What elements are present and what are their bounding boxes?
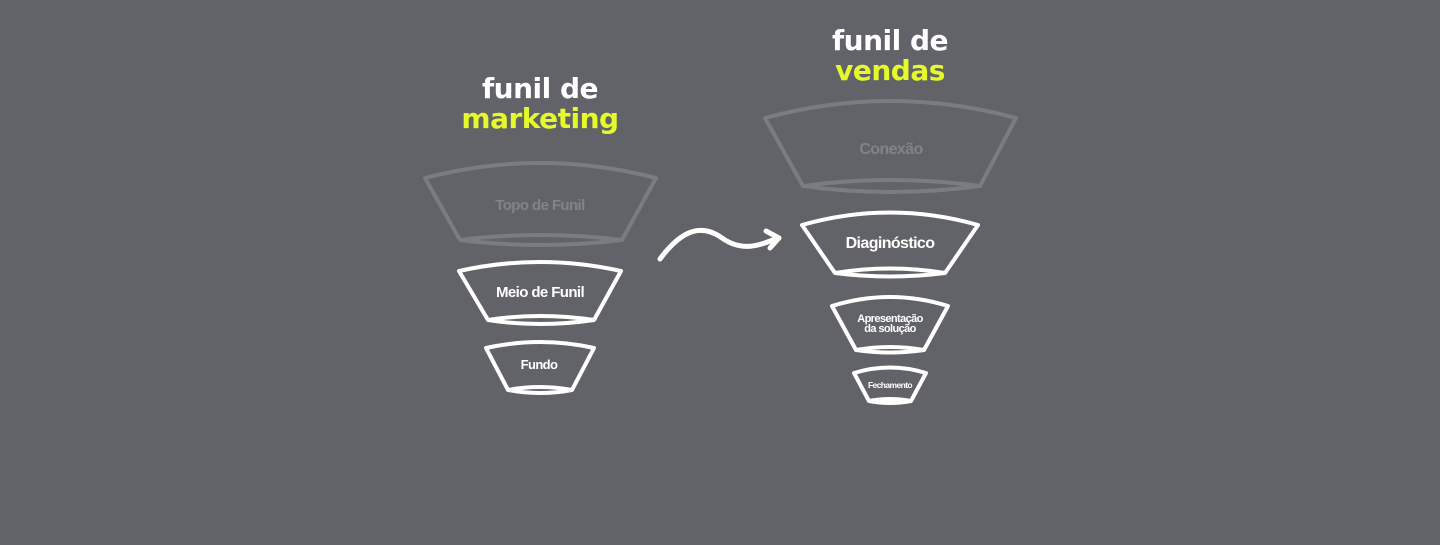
vendas-stage-diagnostico-label: Diaginóstico bbox=[846, 235, 936, 252]
vendas-title-line1: funil de bbox=[832, 24, 948, 57]
marketing-stage-topo-label: Topo de Funil bbox=[495, 197, 585, 214]
curvy-arrow-right-icon bbox=[657, 227, 782, 262]
marketing-title-line1: funil de bbox=[482, 72, 598, 105]
marketing-stage-fundo-label: Fundo bbox=[521, 357, 558, 372]
vendas-stage-fechamento: Fechamento bbox=[852, 365, 928, 405]
vendas-stage-apresentacao-label-line1: Apresentação bbox=[857, 313, 923, 325]
vendas-stage-conexao-label: Conexão bbox=[859, 141, 923, 158]
vendas-title-line2: vendas bbox=[835, 54, 945, 87]
vendas-stage-conexao: Conexão bbox=[763, 99, 1018, 194]
vendas-stage-apresentacao: Apresentação da solução bbox=[830, 295, 950, 355]
marketing-stage-meio: Meio de Funil bbox=[457, 260, 623, 326]
vendas-stage-diagnostico: Diaginóstico bbox=[800, 210, 980, 279]
marketing-stage-topo: Topo de Funil bbox=[423, 161, 658, 247]
vendas-stage-fechamento-label: Fechamento bbox=[868, 380, 912, 390]
marketing-title-line2: marketing bbox=[461, 102, 618, 135]
vendas-stage-apresentacao-label-line2: da solução bbox=[864, 323, 916, 335]
marketing-stage-fundo: Fundo bbox=[484, 340, 596, 395]
marketing-stage-meio-label: Meio de Funil bbox=[496, 284, 584, 301]
